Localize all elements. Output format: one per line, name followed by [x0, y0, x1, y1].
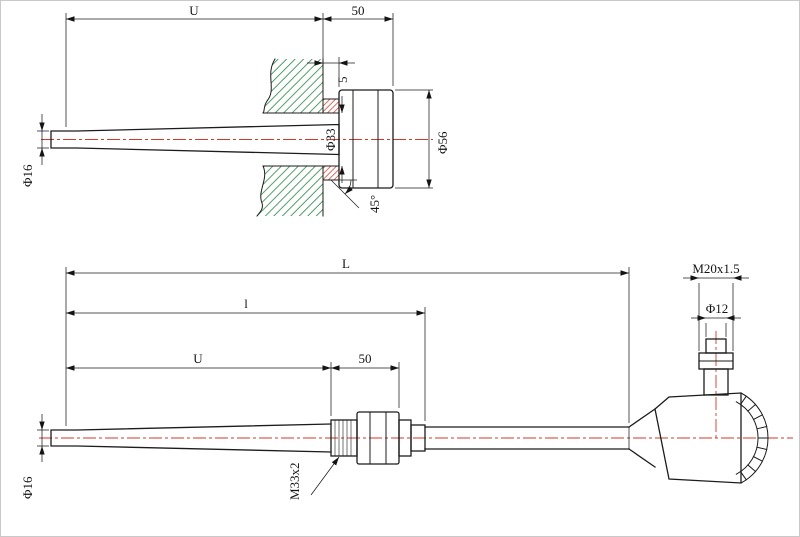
tapered-probe-bottom [50, 423, 332, 453]
dim-label-phi56: Φ56 [435, 131, 450, 154]
wall-hatch-upper [263, 59, 323, 113]
connection-head [628, 338, 769, 484]
gland-step [398, 419, 426, 457]
dim-label-phi33: Φ33 [323, 128, 338, 151]
entry-cap [705, 338, 727, 354]
dim-label-45deg: 45° [367, 195, 382, 213]
dim-L: L [65, 256, 630, 426]
dim-label-u-bottom: U [193, 351, 203, 366]
dim-label-phi16-bottom: Φ16 [20, 476, 35, 499]
dim-label-50-bottom: 50 [359, 351, 372, 366]
top-view: U 50 Φ16 [20, 3, 450, 217]
ribbed-cover-teeth [739, 395, 769, 481]
dim-label-l: l [244, 296, 248, 311]
dim-phi16-top: Φ16 [20, 114, 49, 187]
dim-phi12: Φ12 [691, 301, 741, 337]
dim-label-L: L [342, 256, 350, 271]
dim-label-phi16-top: Φ16 [20, 164, 35, 187]
thread-engagement-section [322, 98, 340, 181]
dim-l: l [66, 296, 426, 421]
extension-tube [424, 426, 630, 450]
wall-section [256, 58, 324, 217]
dim-label-m33: M33x2 [287, 462, 302, 500]
dim-label-5: 5 [335, 77, 350, 84]
bottom-view: L l U 50 Φ16 [20, 256, 793, 500]
wall-hatch-lower [257, 166, 323, 216]
dim-bottom-u-50: U 50 [66, 351, 400, 416]
dim-phi56: Φ56 [395, 89, 450, 189]
dim-label-phi12: Φ12 [706, 301, 729, 316]
hex-head-top [338, 89, 394, 189]
dim-5: 5 [307, 57, 355, 87]
tapered-probe-top [50, 123, 340, 156]
dim-m33: M33x2 [287, 456, 340, 500]
dim-phi16-bottom: Φ16 [20, 414, 49, 499]
dim-label-m20: M20x1.5 [692, 261, 739, 276]
head-body [654, 392, 742, 484]
dim-label-u-top: U [189, 3, 199, 18]
dim-45deg: 45° [330, 179, 382, 213]
dim-top-u-50: U 50 [65, 3, 394, 127]
dim-label-50-top: 50 [352, 3, 365, 18]
